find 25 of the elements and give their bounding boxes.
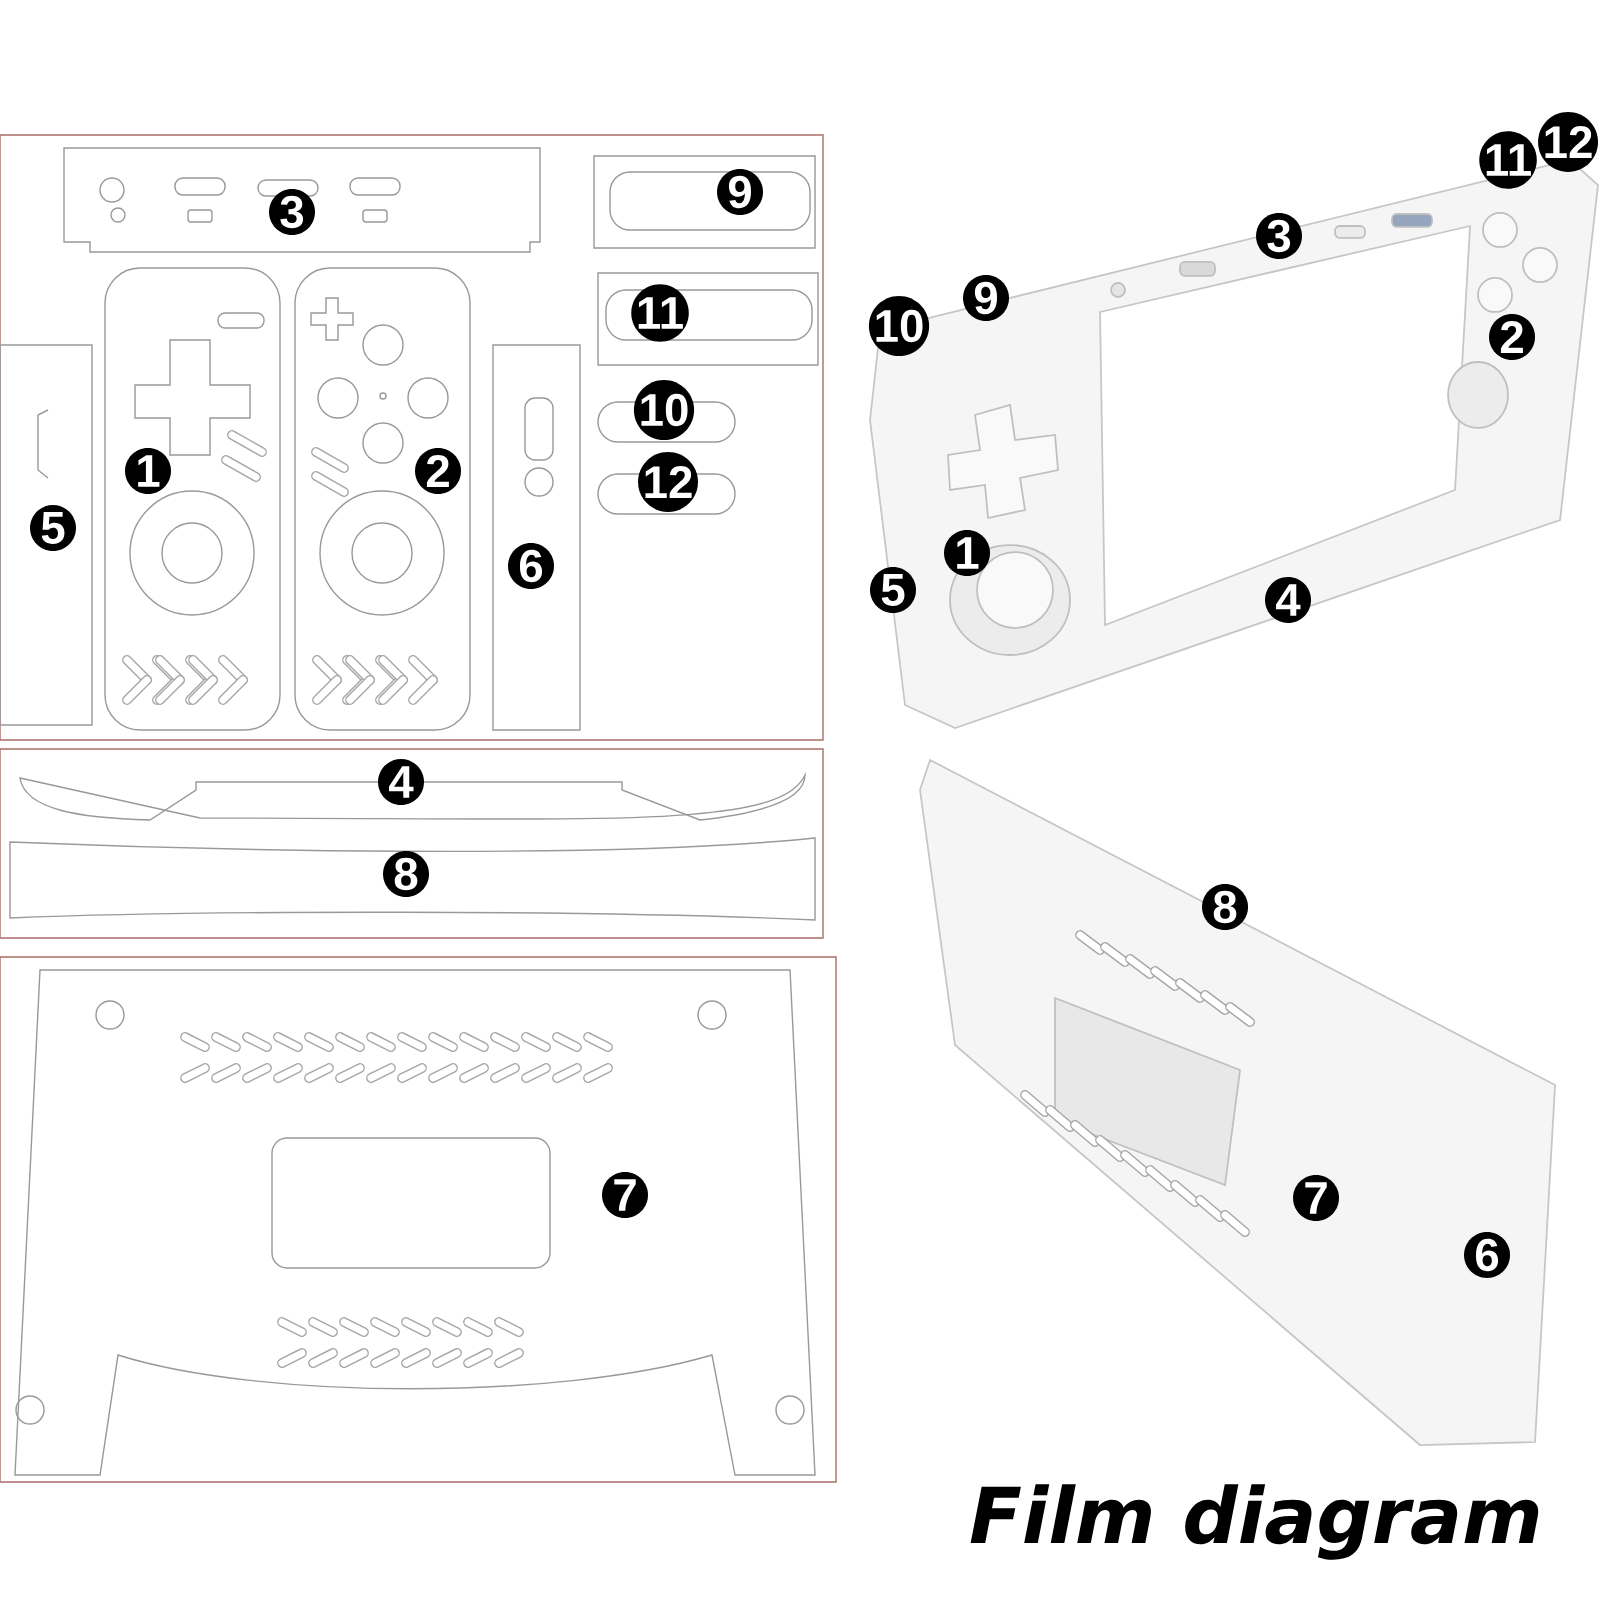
callout-number: 1: [944, 530, 990, 576]
callout-number: 11: [631, 284, 689, 342]
callout-number: 12: [638, 452, 698, 512]
callout-number: 4: [378, 759, 424, 805]
callout-number: 5: [30, 505, 76, 551]
caption: Film diagram: [970, 1484, 1539, 1560]
callout-number: 9: [963, 275, 1009, 321]
callout-number: 4: [1265, 577, 1311, 623]
callout-number: 6: [1464, 1232, 1510, 1278]
callout-number: 2: [415, 448, 461, 494]
callout-number: 6: [508, 543, 554, 589]
callout-number: 8: [383, 851, 429, 897]
callout-number: 3: [269, 189, 315, 235]
callout-number: 10: [868, 295, 930, 357]
callout-number: 7: [1293, 1175, 1339, 1221]
callout-number: 9: [717, 169, 763, 215]
callout-number: 1: [125, 448, 171, 494]
callout-number: 5: [870, 567, 916, 613]
callout-number: 3: [1256, 213, 1302, 259]
callout-number: 2: [1489, 314, 1536, 360]
callout-number: 12: [1538, 112, 1598, 172]
callout-number: 7: [602, 1172, 648, 1218]
callout-number: 8: [1202, 884, 1249, 930]
callout-number: 10: [633, 379, 695, 441]
callout-number: 11: [1479, 131, 1537, 189]
